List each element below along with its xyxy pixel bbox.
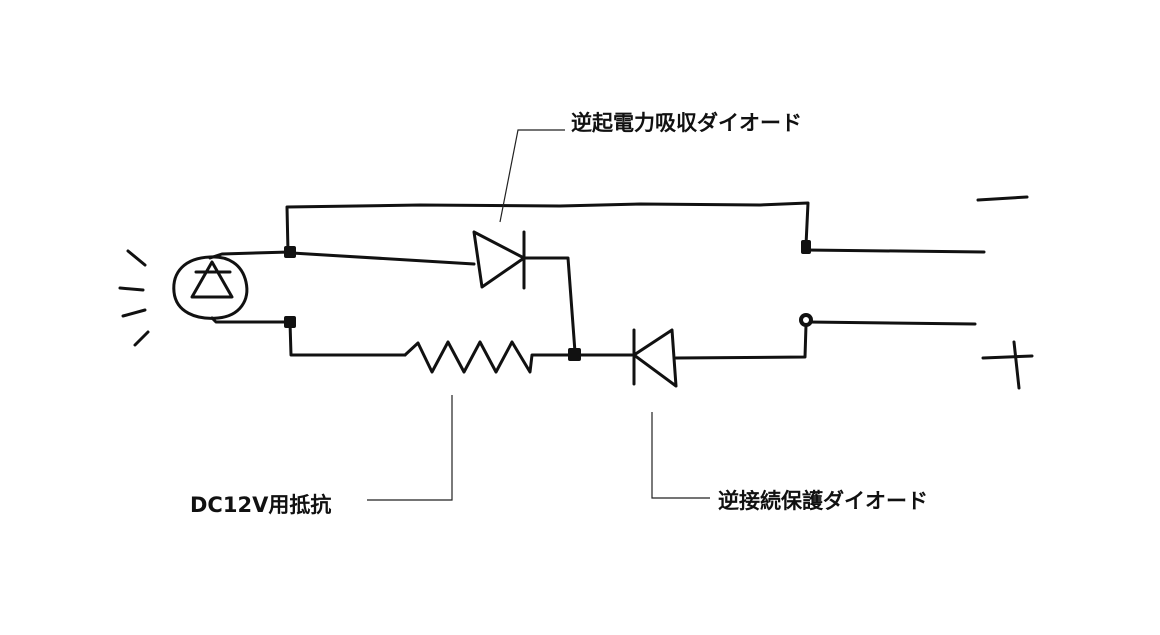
leader-resistor <box>367 395 453 501</box>
positive-terminal-mark <box>981 340 1034 390</box>
top-wire <box>285 201 810 254</box>
resistor-branch <box>288 320 577 374</box>
leader-flyback <box>499 129 565 223</box>
leader-protection <box>651 412 710 499</box>
negative-terminal-mark <box>976 195 1029 202</box>
leader-lines <box>367 129 710 501</box>
led-symbol <box>172 250 292 324</box>
output-wires <box>804 248 986 326</box>
resistor-label: DC12V用抵抗 <box>190 493 332 517</box>
flyback-diode-label: 逆起電力吸収ダイオード <box>571 111 802 135</box>
node-led-bottom <box>284 316 296 328</box>
protection-diode-branch <box>573 323 808 388</box>
node-led-top <box>284 246 296 258</box>
light-rays <box>118 249 150 347</box>
node-middle <box>568 348 581 361</box>
junction-nodes <box>284 240 813 361</box>
flyback-diode-branch <box>290 230 577 354</box>
node-negative <box>801 240 811 254</box>
reverse-protection-diode-label: 逆接続保護ダイオード <box>718 489 928 513</box>
